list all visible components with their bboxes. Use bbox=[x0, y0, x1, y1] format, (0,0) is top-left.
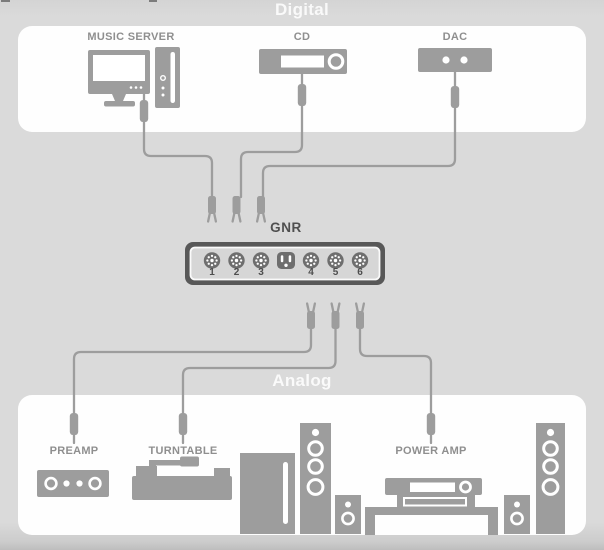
rca-plug-music-server bbox=[139, 100, 149, 122]
cd-player-icon bbox=[259, 49, 347, 74]
cable-port-5-to-turntable bbox=[181, 326, 337, 445]
analog-zone-label: Analog bbox=[272, 371, 332, 390]
fork-connector-port-6 bbox=[354, 302, 366, 331]
rca-plug-power-amp bbox=[426, 413, 436, 435]
power-amplifier-icon bbox=[365, 478, 498, 535]
rca-plug-turntable bbox=[178, 413, 188, 435]
flat-panel-speaker-icon bbox=[240, 453, 295, 534]
table-leg-right bbox=[488, 507, 498, 535]
bookshelf-speaker-icon bbox=[335, 495, 361, 534]
music-server-label: MUSIC SERVER bbox=[87, 31, 175, 43]
fork-connector-port-2 bbox=[231, 194, 242, 223]
tower-speaker-icon-right bbox=[536, 423, 565, 534]
dac-label: DAC bbox=[442, 31, 468, 43]
table-leg-left bbox=[365, 507, 375, 535]
top-edge-remnant bbox=[1, 0, 10, 2]
port-number-1: 1 bbox=[209, 267, 215, 278]
preamp-label: PREAMP bbox=[49, 445, 99, 457]
rca-plug-dac bbox=[450, 86, 460, 108]
power-amp-label: POWER AMP bbox=[395, 445, 467, 457]
preamp-icon bbox=[37, 470, 109, 497]
gnr-unit bbox=[185, 242, 385, 285]
gnr-label: GNR bbox=[270, 220, 302, 235]
table-top bbox=[365, 507, 498, 515]
iec-power-inlet-icon bbox=[277, 252, 295, 269]
desktop-computer-icon bbox=[88, 47, 180, 108]
rca-plug-cd bbox=[297, 84, 307, 106]
bookshelf-speaker-icon-right bbox=[504, 495, 530, 534]
speaker-group-left bbox=[240, 423, 361, 534]
fork-connector-port-5 bbox=[330, 302, 341, 331]
cable-port-6-to-power-amp bbox=[358, 326, 433, 445]
port-number-3: 3 bbox=[258, 267, 264, 278]
rca-plug-preamp bbox=[69, 413, 79, 435]
digital-zone-label: Digital bbox=[274, 0, 330, 19]
port-number-6: 6 bbox=[357, 267, 363, 278]
cable-dac-to-port-3 bbox=[261, 70, 457, 199]
port-number-5: 5 bbox=[332, 267, 339, 278]
speaker-group-right bbox=[504, 423, 565, 534]
cable-port-4-to-preamp bbox=[72, 326, 313, 445]
port-number-2: 2 bbox=[233, 267, 240, 278]
cables bbox=[72, 70, 457, 445]
tower-speaker-icon bbox=[300, 423, 331, 534]
cable-music-server-to-port-1 bbox=[142, 90, 214, 199]
dac-box-icon bbox=[418, 48, 492, 72]
port-number-4: 4 bbox=[308, 267, 314, 278]
fork-connector-port-1 bbox=[206, 194, 218, 223]
turntable-label: TURNTABLE bbox=[148, 445, 218, 457]
top-edge-remnant bbox=[149, 0, 157, 2]
turntable-icon bbox=[132, 456, 232, 500]
fork-connector-port-3 bbox=[255, 194, 267, 223]
cable-cd-to-port-2 bbox=[239, 72, 304, 199]
fork-connector-port-4 bbox=[305, 302, 317, 331]
cd-label: CD bbox=[293, 31, 311, 43]
